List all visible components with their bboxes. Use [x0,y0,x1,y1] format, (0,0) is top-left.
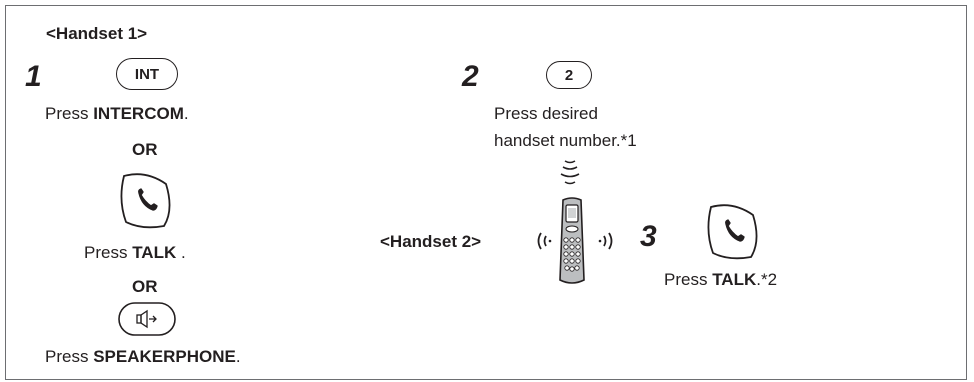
speakerphone-key-name: SPEAKERPHONE [93,347,236,366]
ringing-waves-right-icon [598,232,613,250]
step-1-talk-text: Press TALK . [84,243,186,263]
step-3-number: 3 [640,220,657,253]
step-1-intercom-text: Press INTERCOM. [45,104,189,124]
press-prefix-3: Press [45,347,94,366]
number-2-button-icon: 2 [546,61,592,89]
press-prefix-2: Press [84,243,133,262]
talk-button-icon [120,173,171,229]
step-2-line-2: handset number.*1 [494,131,637,150]
ringing-waves-left-icon [537,232,552,250]
handset-1-title: <Handset 1> [46,24,148,43]
handset-2-label: <Handset 2> [380,232,482,251]
talk-button-icon-step-3 [707,204,758,260]
press-prefix-4: Press [664,270,713,289]
step-1-speakerphone-text: Press SPEAKERPHONE. [45,347,241,367]
step-3-talk-text: Press TALK.*2 [664,270,777,290]
step-1-number: 1 [25,60,42,93]
ringing-waves-top-icon [560,160,580,185]
number-button-label: 2 [564,66,574,84]
speakerphone-button-icon [118,302,176,336]
cordless-handset-icon [559,197,585,284]
press-prefix-1: Press [45,104,94,123]
intercom-button-label: INT [134,65,160,83]
intercom-key-name: INTERCOM [93,104,184,123]
intercom-button-icon: INT [116,58,178,90]
intercom-suffix: . [183,104,189,123]
step-2-line-1: Press desired [494,104,598,123]
talk-suffix-1: . [176,243,186,262]
instruction-frame [5,5,967,380]
step-2-number: 2 [462,60,479,93]
talk-key-name-1: TALK [132,243,177,262]
talk-suffix-2: .*2 [756,270,778,289]
or-separator-1: OR [132,140,158,159]
speakerphone-suffix: . [235,347,241,366]
talk-key-name-2: TALK [712,270,757,289]
or-separator-2: OR [132,277,158,296]
